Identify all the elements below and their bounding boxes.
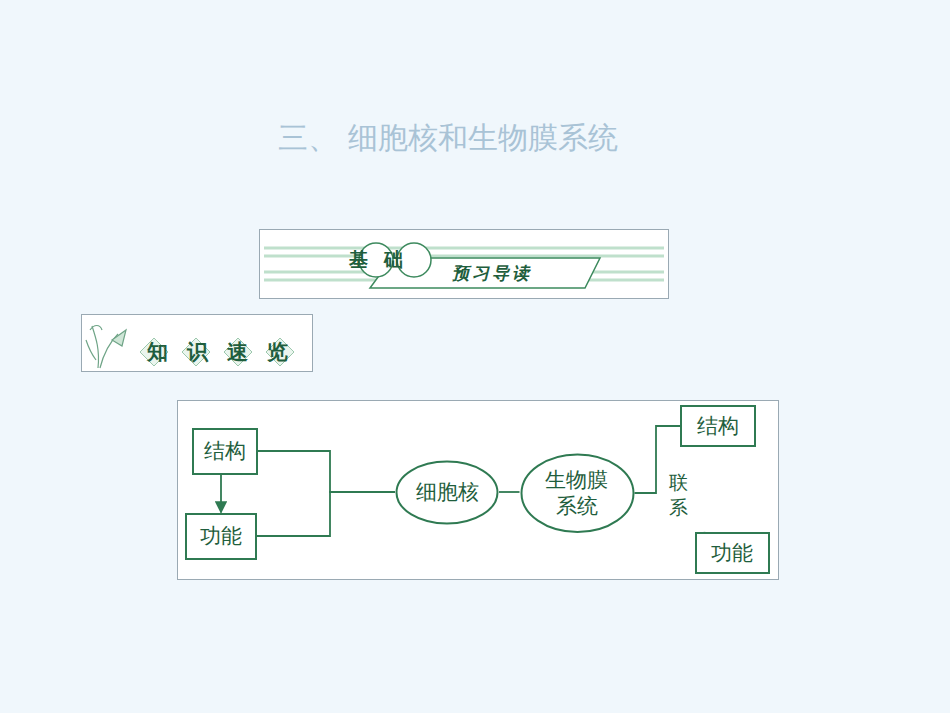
section-heading: 知识速览 (147, 338, 307, 366)
ellipse-outline (521, 454, 633, 532)
connector (257, 492, 395, 536)
node-text: 功能 (711, 540, 753, 566)
banner-heading: 基础 (349, 247, 419, 273)
core-ellipse: 细胞核 (395, 460, 499, 525)
concept-box: 功能 (185, 513, 257, 560)
slide-title: 三、 细胞核和生物膜系统 (278, 118, 658, 157)
orchid-illustration (86, 326, 126, 369)
section-frame (82, 315, 313, 372)
node-text: 细胞核 (416, 479, 479, 505)
banner-subheading: 预习导读 (452, 262, 532, 285)
concept-box: 结构 (192, 428, 258, 475)
link-label: 联系 (669, 470, 688, 519)
connector (258, 451, 395, 492)
core-ellipse: 生物膜 系统 (520, 453, 635, 534)
node-text: 结构 (204, 438, 246, 464)
ellipse-outline (397, 461, 498, 523)
concept-box: 结构 (680, 405, 756, 447)
node-text: 功能 (200, 523, 242, 549)
connector (499, 491, 520, 493)
node-text: 结构 (697, 413, 739, 439)
connector (220, 475, 222, 513)
diagram-frame (178, 401, 779, 580)
concept-box: 功能 (695, 532, 770, 574)
node-text: 生物膜 系统 (542, 467, 611, 520)
ellipse-outline (520, 453, 635, 534)
banner-frame (260, 230, 669, 299)
